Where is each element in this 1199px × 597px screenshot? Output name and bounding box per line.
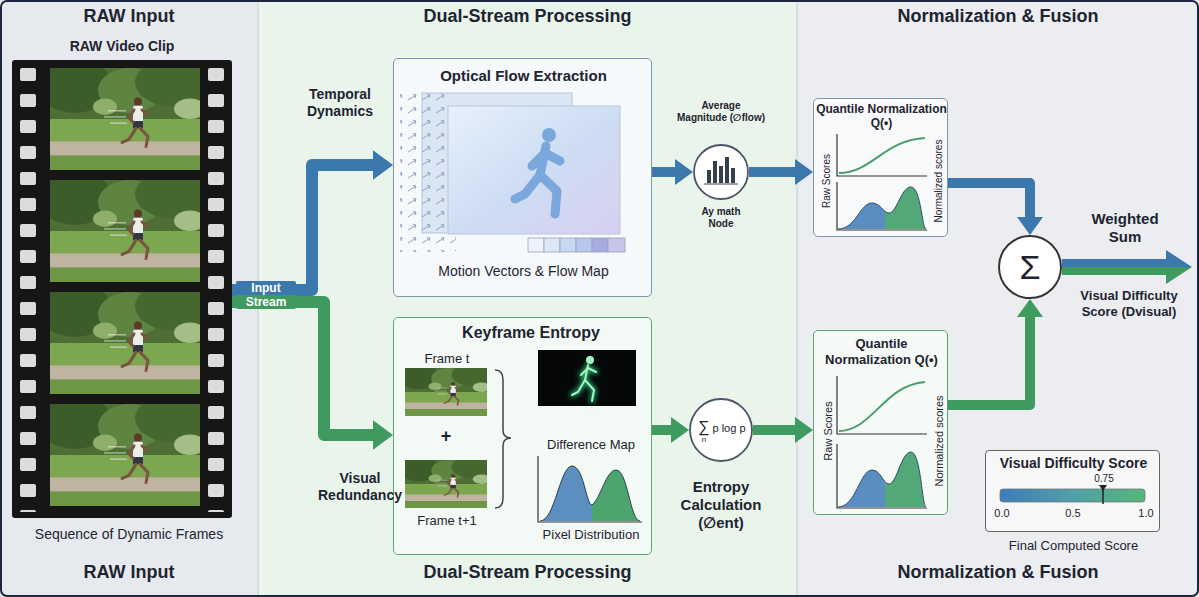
label-text: Input Stream [236, 281, 296, 309]
label-text: Visual Redundancy [308, 470, 412, 504]
arrow-head [1017, 299, 1043, 317]
node-text: Motion Vectors & Flow Map [394, 263, 653, 280]
flow-arrow [753, 417, 813, 443]
node-text: Weighted Sum [1080, 210, 1170, 246]
label-text: + [405, 426, 487, 448]
arrow-head [675, 159, 693, 185]
node-text: Raw Scores [821, 391, 835, 471]
node-text: Raw Scores [820, 146, 834, 216]
sum-circle: ΣWeighted Sum [998, 235, 1062, 299]
node-text: Frame t+1 [401, 513, 493, 529]
film-strip: RAW Video ClipSequence of Dynamic Frames [12, 60, 232, 518]
operation-circle: ∑np log pEntropy Calculation (∅ent) [689, 398, 753, 462]
node-text: 1.0 [1133, 507, 1159, 520]
node-text: RAW Input [0, 562, 258, 584]
node-text: Frame t [401, 351, 493, 367]
node-text: Normalized scores [932, 131, 946, 231]
node-text: Dual-Stream Processing [258, 562, 797, 584]
label-text: Temporal Dynamics [288, 86, 392, 120]
process-box: Optical Flow ExtractionMotion Vectors & … [393, 58, 652, 297]
keyframe-illustration [393, 317, 652, 555]
flow-arrow [948, 183, 1043, 235]
node-text: Final Computed Score [986, 538, 1161, 554]
node-text: Keyframe Entropy [421, 323, 641, 342]
score-scale [985, 450, 1160, 532]
process-box: Keyframe EntropyFrame t Frame t+1 Differen… [393, 317, 652, 555]
node-text: Normalization & Fusion [797, 562, 1199, 584]
arrow-head [373, 150, 393, 180]
arrow-line [749, 167, 796, 177]
arrow-line [753, 425, 796, 435]
node-text: Difference Map [529, 437, 653, 453]
quantile-charts [813, 98, 948, 515]
arrow-head [1017, 217, 1043, 235]
flow-arrow [652, 159, 693, 185]
node-text: p log p [711, 422, 747, 435]
node-text: Sequence of Dynamic Frames [0, 526, 258, 543]
arrow-head [795, 159, 813, 185]
label-text: Visual Difficulty Score (Dvisual) [1062, 288, 1196, 319]
flow-arrow [652, 417, 689, 443]
operation-circle: Average Magnitude (∅flow)Ay math Node [693, 144, 749, 200]
node-text: ∑ [697, 419, 711, 435]
node-text: Quantile Normalization Q(•) [816, 336, 947, 367]
arrow-line [652, 425, 672, 435]
flow-arrow [232, 150, 393, 290]
node-text: Entropy Calculation (∅ent) [670, 478, 772, 532]
node-text: Quantile Normalization Q(•) [816, 102, 947, 131]
flow-arrow [749, 159, 813, 185]
node-text: Ay math Node [696, 206, 746, 230]
node-text: RAW Video Clip [12, 38, 232, 55]
node-text: 0.5 [1060, 507, 1086, 520]
optical-flow-illustration [393, 58, 652, 297]
process-box: Quantile Normalization Q(•) Raw Scores Nor… [813, 330, 948, 515]
node-text: n [697, 436, 711, 444]
node-text: Normalized scores [932, 386, 946, 496]
node-text: Visual Difficulty Score [986, 455, 1161, 472]
node-text: 0.75 [1089, 473, 1119, 485]
arrow-line [948, 316, 1030, 405]
arrow-line [232, 302, 374, 435]
arrow-line [232, 165, 374, 290]
arrow-line [948, 183, 1030, 218]
arrow-head [671, 417, 689, 443]
node-text: RAW Input [0, 6, 258, 28]
node-text: Σ [998, 250, 1062, 284]
score-scale-box: Visual Difficulty Score0.750.00.51.0Fina… [985, 450, 1160, 532]
circle-outline [693, 144, 749, 200]
process-box: Quantile Normalization Q(•) Raw Scores Nor… [813, 98, 948, 237]
arrow-head [373, 420, 393, 450]
flow-arrow [232, 302, 393, 450]
arrow-head [795, 417, 813, 443]
node-text: 0.0 [989, 507, 1015, 520]
flow-arrow [948, 299, 1043, 405]
node-text: Pixel Distribution [529, 527, 653, 543]
panel: RAW InputRAW InputRAW Video ClipSequence… [0, 0, 258, 597]
film-strip [12, 58, 232, 518]
node-text: Optical Flow Extraction [394, 67, 653, 85]
output-arrow [1062, 250, 1192, 284]
node-text: Average Magnitude (∅flow) [676, 100, 766, 124]
arrow-line [652, 167, 676, 177]
node-text: Normalization & Fusion [797, 6, 1199, 28]
node-text: Dual-Stream Processing [258, 6, 797, 28]
